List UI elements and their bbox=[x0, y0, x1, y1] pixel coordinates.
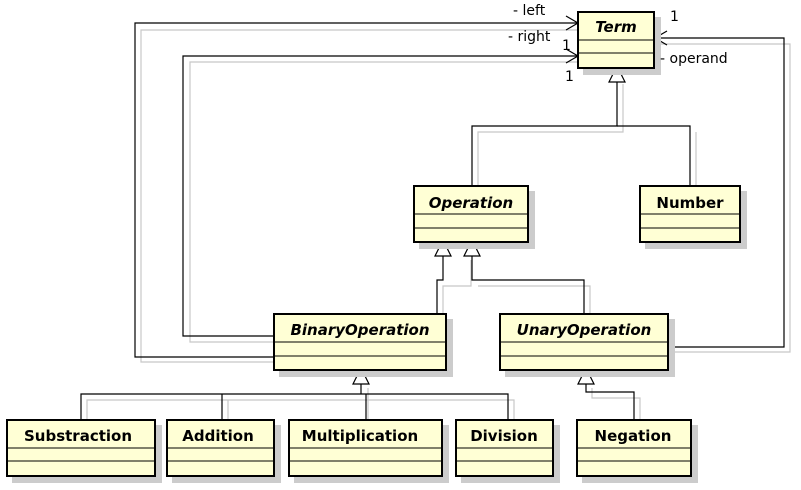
class-multiplication-name: Multiplication bbox=[302, 427, 418, 445]
class-substraction[interactable]: Substraction bbox=[6, 419, 156, 477]
generalization-operation-line[interactable] bbox=[471, 82, 618, 186]
generalization-arrowheads bbox=[352, 64, 626, 385]
inheritance-triangle-operation-right bbox=[463, 238, 481, 257]
association-left-line[interactable] bbox=[134, 22, 578, 358]
inheritance-triangle-term bbox=[608, 64, 626, 83]
generalization-unary-line[interactable] bbox=[471, 256, 585, 314]
class-term[interactable]: Term bbox=[577, 11, 655, 69]
association-operand-multiplicity: 1 bbox=[670, 9, 679, 25]
inheritance-triangle-unary bbox=[577, 366, 595, 385]
generalization-binary-children-line[interactable] bbox=[80, 393, 509, 420]
association-left-role: - left bbox=[513, 3, 546, 19]
class-binary-operation-name: BinaryOperation bbox=[290, 321, 429, 339]
class-operation[interactable]: Operation bbox=[413, 185, 529, 243]
class-division-name: Division bbox=[470, 427, 538, 445]
class-unary-operation-name: UnaryOperation bbox=[517, 321, 652, 339]
class-multiplication[interactable]: Multiplication bbox=[288, 419, 443, 477]
class-number[interactable]: Number bbox=[639, 185, 741, 243]
association-operand-line[interactable] bbox=[655, 37, 785, 348]
inheritance-triangle-operation-left bbox=[434, 238, 452, 257]
connector-shadows bbox=[86, 29, 791, 422]
generalization-binary-line[interactable] bbox=[436, 256, 444, 314]
class-binary-operation[interactable]: BinaryOperation bbox=[273, 313, 447, 371]
association-left-multiplicity: 1 bbox=[565, 69, 574, 85]
class-number-name: Number bbox=[656, 194, 724, 212]
association-right-multiplicity: 1 bbox=[562, 38, 571, 54]
class-substraction-name: Substraction bbox=[24, 427, 132, 445]
class-addition-name: Addition bbox=[182, 427, 254, 445]
generalization-negation-line[interactable] bbox=[585, 384, 635, 420]
association-labels: - left - right 1 1 1 - operand bbox=[508, 3, 728, 85]
class-negation-name: Negation bbox=[595, 427, 672, 445]
association-right-role: - right bbox=[508, 29, 551, 45]
association-operand-role: - operand bbox=[660, 51, 728, 67]
association-right-line[interactable] bbox=[182, 55, 578, 337]
class-addition[interactable]: Addition bbox=[166, 419, 275, 477]
inheritance-triangle-binary bbox=[352, 366, 370, 385]
class-term-name: Term bbox=[595, 18, 637, 36]
class-operation-name: Operation bbox=[429, 194, 513, 212]
class-negation[interactable]: Negation bbox=[576, 419, 692, 477]
class-unary-operation[interactable]: UnaryOperation bbox=[499, 313, 669, 371]
class-division[interactable]: Division bbox=[455, 419, 554, 477]
generalization-number-line[interactable] bbox=[617, 125, 691, 186]
